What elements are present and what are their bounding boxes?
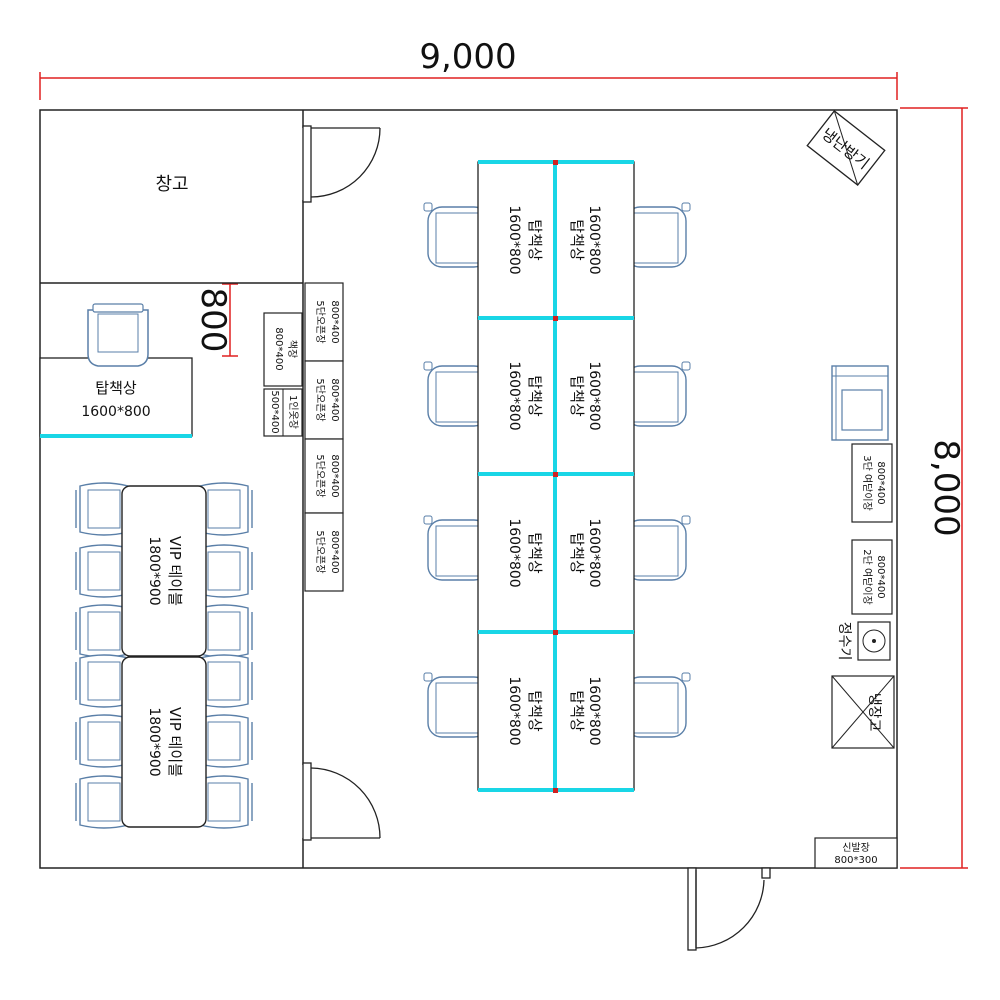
height-label: 8,000 (926, 439, 966, 536)
wardrobe-name: 1인옷장 (287, 395, 299, 429)
open-shelf-1: 800*400 5단오픈장 (304, 282, 344, 362)
door-storage[interactable] (302, 125, 381, 203)
open-shelf-1-name: 5단오픈장 (314, 300, 326, 343)
depth-label: 800 (193, 288, 233, 353)
cabinet-3tier-size: 800*400 (875, 461, 886, 504)
vip-table-1-size: 1800*900 (146, 536, 162, 605)
open-shelf-3-name: 5단오픈장 (314, 454, 326, 497)
desk-left-2-name: 탑책상 (526, 375, 544, 417)
open-shelf-2: 800*400 5단오픈장 (304, 360, 344, 440)
open-shelf-2-size: 800*400 (329, 378, 340, 421)
desk-left-3[interactable]: 탑책상 1600*800 (477, 473, 556, 633)
desk-right-3[interactable]: 1600*800 탑책상 (554, 473, 635, 633)
width-label: 9,000 (419, 37, 516, 77)
walls (39, 109, 898, 869)
desk-joints (553, 160, 558, 793)
open-shelf-4-name: 5단오픈장 (314, 530, 326, 573)
shoe-cabinet-size: 800*300 (834, 855, 877, 866)
open-shelf-1-size: 800*400 (329, 300, 340, 343)
open-shelf-3: 800*400 5단오픈장 (304, 438, 344, 514)
desk-right-2[interactable]: 1600*800 탑책상 (554, 317, 635, 475)
desk-left-4-name: 탑책상 (526, 690, 544, 732)
storage-label: 창고 (155, 174, 188, 195)
single-wardrobe: 1인옷장 500*400 (263, 388, 303, 437)
water-purifier: 정수기 (836, 621, 891, 661)
open-shelf-2-name: 5단오픈장 (314, 378, 326, 421)
desk-right-4[interactable]: 1600*800 탑책상 (554, 631, 635, 791)
vip-chairs-right (199, 482, 253, 829)
cabinet-3tier-name: 3단 여닫이장 (861, 455, 873, 511)
desk-left-3-name: 탑책상 (526, 532, 544, 574)
right-dimension: 8,000 (900, 107, 968, 869)
refrigerator-label: 냉장고 (866, 693, 882, 732)
cabinet-3tier: 800*400 3단 여닫이장 (851, 443, 893, 523)
desk-left-4[interactable]: 탑책상 1600*800 (477, 631, 556, 791)
left-desk-name: 탑책상 (95, 379, 137, 397)
shoe-cabinet-name: 신발장 (842, 842, 870, 854)
desk-right-4-name: 탑책상 (568, 690, 586, 732)
desk-right-4-size: 1600*800 (586, 676, 602, 745)
open-shelf-4: 800*400 5단오픈장 (304, 512, 344, 592)
door-vip[interactable] (302, 762, 381, 841)
cabinet-2tier: 800*400 2단 여닫이장 (851, 539, 893, 615)
desk-left-2[interactable]: 탑책상 1600*800 (477, 317, 556, 475)
water-purifier-label: 정수기 (836, 622, 852, 661)
left-desk-size: 1600*800 (81, 404, 150, 420)
wardrobe-size: 500*400 (269, 390, 280, 433)
vip-table-1[interactable]: VIP 테이블 1800*900 (121, 485, 207, 657)
desk-right-1[interactable]: 1600*800 탑책상 (554, 161, 635, 319)
top-dimension: 9,000 (39, 37, 898, 100)
desk-right-1-name: 탑책상 (568, 219, 586, 261)
vip-table-2[interactable]: VIP 테이블 1800*900 (121, 656, 207, 828)
open-shelf-4-size: 800*400 (329, 530, 340, 573)
vip-table-2-name: VIP 테이블 (166, 707, 184, 777)
desk-right-3-name: 탑책상 (568, 532, 586, 574)
desk-left-4-size: 1600*800 (506, 676, 522, 745)
left-desk-chair (87, 303, 149, 367)
desk-column-left: 탑책상 1600*800 탑책상 1600*800 탑책상 1600*800 탑… (477, 161, 556, 791)
shoe-cabinet: 신발장 800*300 (814, 837, 898, 869)
desk-left-1[interactable]: 탑책상 1600*800 (477, 161, 556, 319)
printer-icon (831, 365, 889, 441)
desk-left-2-size: 1600*800 (506, 361, 522, 430)
desk-left-3-size: 1600*800 (506, 518, 522, 587)
open-shelf-3-size: 800*400 (329, 454, 340, 497)
bookshelf-size: 800*400 (273, 327, 284, 370)
air-conditioner: 냉난방기 (806, 110, 886, 186)
desk-left-1-size: 1600*800 (506, 205, 522, 274)
refrigerator: 냉장고 (831, 675, 895, 749)
vip-chairs-left (75, 482, 129, 829)
cabinet-2tier-name: 2단 여닫이장 (861, 549, 873, 605)
bookshelf-name: 책장 (286, 340, 298, 358)
vip-table-1-name: VIP 테이블 (166, 536, 184, 606)
side-dimension: 800 (193, 283, 238, 357)
desk-left-1-name: 탑책상 (526, 219, 544, 261)
desk-right-3-size: 1600*800 (586, 518, 602, 587)
desk-right-1-size: 1600*800 (586, 205, 602, 274)
vip-table-2-size: 1800*900 (146, 707, 162, 776)
bookshelf: 책장 800*400 (263, 312, 303, 387)
door-entrance[interactable] (687, 867, 771, 951)
cabinet-2tier-size: 800*400 (875, 555, 886, 598)
desk-right-2-name: 탑책상 (568, 375, 586, 417)
left-desk[interactable]: 탑책상 1600*800 (39, 357, 193, 438)
desk-right-2-size: 1600*800 (586, 361, 602, 430)
